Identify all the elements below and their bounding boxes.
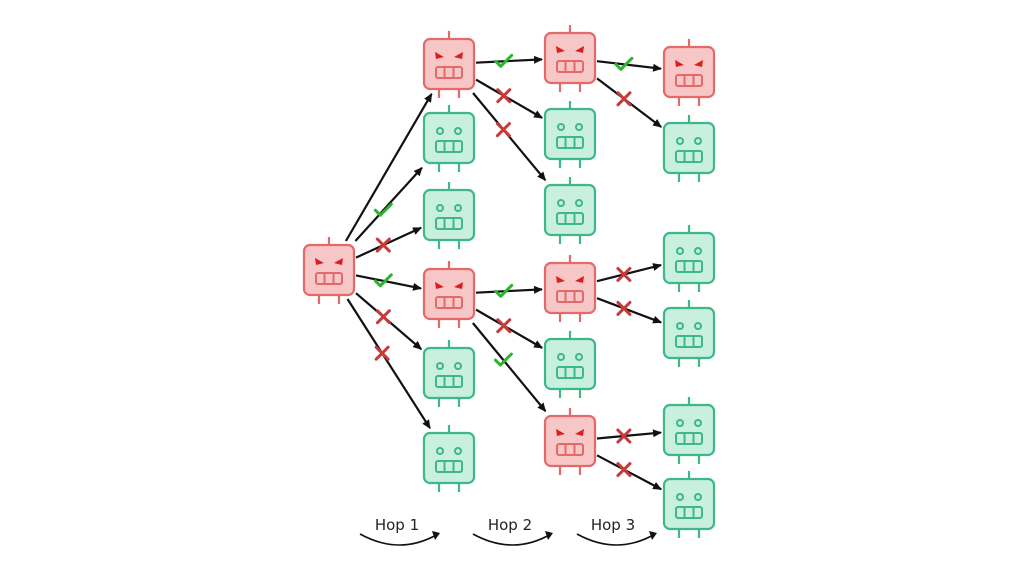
cross-mark-icon bbox=[496, 318, 512, 334]
check-mark-icon bbox=[494, 283, 514, 298]
benign-robot-icon bbox=[662, 397, 716, 464]
malicious-robot-icon bbox=[543, 408, 597, 475]
edge-root-h1f bbox=[346, 298, 431, 429]
edge-h2d-h3c bbox=[596, 263, 662, 283]
edge-h1d-h2d bbox=[475, 285, 543, 294]
hop-3-arc-icon bbox=[576, 533, 656, 546]
malicious-robot-icon bbox=[543, 255, 597, 322]
hop-2-arc-icon bbox=[472, 533, 552, 546]
cross-mark-icon bbox=[616, 462, 632, 478]
cross-mark-icon bbox=[375, 237, 391, 253]
benign-robot-icon bbox=[662, 471, 716, 538]
benign-robot-icon bbox=[662, 300, 716, 367]
edge-root-h1b bbox=[354, 167, 423, 242]
edge-h1a-h2a bbox=[475, 55, 543, 64]
benign-robot-icon bbox=[422, 182, 476, 249]
malicious-robot-icon bbox=[422, 31, 476, 98]
benign-robot-icon bbox=[662, 115, 716, 182]
hop-3-label: Hop 3 bbox=[591, 516, 635, 534]
benign-robot-icon bbox=[543, 331, 597, 398]
malicious-robot-icon bbox=[662, 39, 716, 106]
hop-1-arc-icon bbox=[359, 533, 439, 546]
edge-h1d-h2e bbox=[475, 308, 543, 349]
cross-mark-icon bbox=[616, 266, 632, 282]
check-mark-icon bbox=[614, 56, 634, 71]
check-mark-icon bbox=[494, 53, 514, 68]
cross-mark-icon bbox=[496, 88, 512, 104]
malicious-robot-icon bbox=[302, 237, 356, 304]
cross-mark-icon bbox=[495, 122, 511, 138]
hop-2: Hop 2 bbox=[472, 516, 553, 546]
outcome-marks-layer bbox=[373, 53, 634, 478]
hop-3-arrowhead-icon bbox=[649, 531, 657, 540]
cross-mark-icon bbox=[375, 309, 391, 325]
edge-root-h1d bbox=[355, 274, 422, 291]
edge-h2f-h3f bbox=[596, 454, 662, 491]
benign-robot-icon bbox=[543, 177, 597, 244]
malicious-robot-icon bbox=[422, 261, 476, 328]
malicious-robot-icon bbox=[543, 25, 597, 92]
edge-h2f-h3e bbox=[596, 429, 663, 440]
edge-root-h1c bbox=[355, 226, 423, 259]
cross-mark-icon bbox=[616, 91, 632, 107]
benign-robot-icon bbox=[422, 340, 476, 407]
check-mark-icon bbox=[373, 273, 393, 288]
hop-2-label: Hop 2 bbox=[488, 516, 532, 534]
benign-robot-icon bbox=[662, 225, 716, 292]
edge-h1d-h2f bbox=[472, 322, 547, 412]
edges-layer bbox=[344, 55, 663, 491]
benign-robot-icon bbox=[422, 105, 476, 172]
benign-robot-icon bbox=[422, 425, 476, 492]
cross-mark-icon bbox=[374, 345, 390, 361]
edge-h2a-h3a bbox=[596, 60, 662, 72]
hop-1-label: Hop 1 bbox=[375, 516, 419, 534]
benign-robot-icon bbox=[543, 101, 597, 168]
hop-1: Hop 1 bbox=[359, 516, 440, 546]
hop-3: Hop 3 bbox=[576, 516, 657, 546]
hop-1-arrowhead-icon bbox=[432, 531, 440, 540]
check-mark-icon bbox=[493, 352, 513, 367]
check-mark-icon bbox=[373, 202, 393, 217]
nodes-layer bbox=[302, 25, 716, 538]
hop-labels-layer: Hop 1 Hop 2 Hop 3 bbox=[359, 516, 657, 546]
edge-root-h1a bbox=[344, 92, 433, 242]
cross-mark-icon bbox=[616, 428, 632, 444]
edge-h1a-h2b bbox=[475, 78, 543, 119]
edge-h2d-h3d bbox=[596, 297, 662, 324]
cross-mark-icon bbox=[616, 300, 632, 316]
hop-2-arrowhead-icon bbox=[545, 531, 553, 540]
